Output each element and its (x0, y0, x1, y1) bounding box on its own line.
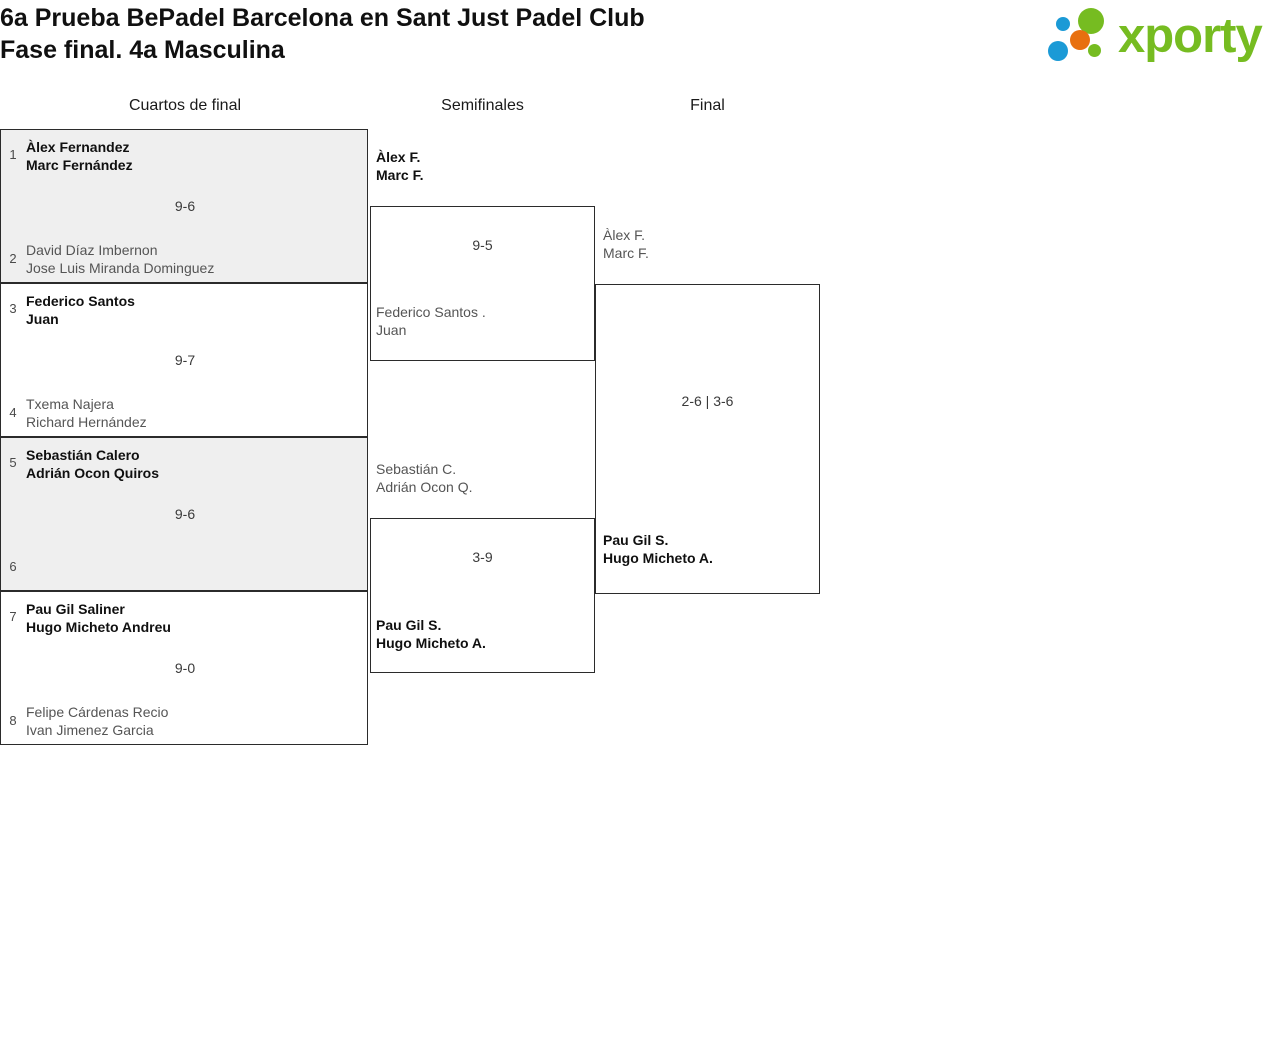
match-score: 9-5 (472, 237, 493, 253)
player-name: Ivan Jimenez Garcia (26, 722, 154, 738)
match-score: 9-7 (174, 352, 196, 368)
match-team-bottom[interactable]: Federico Santos . Juan (376, 303, 591, 339)
player-name: Marc Fernández (26, 157, 133, 173)
match-team-bottom[interactable]: David Díaz Imbernon Jose Luis Miranda Do… (26, 241, 361, 277)
round-header-quarterfinals: Cuartos de final (128, 97, 242, 114)
match-semifinal-2[interactable]: 3-9 (370, 518, 595, 673)
player-name: Sebastián Calero (26, 447, 140, 463)
logo-dot-orange (1070, 30, 1090, 50)
match-team-top[interactable]: Pau Gil Saliner Hugo Micheto Andreu (26, 600, 361, 636)
match-team-top[interactable]: Àlex F. Marc F. (376, 148, 591, 184)
xporty-logo[interactable]: xporty (1048, 8, 1276, 64)
match-team-top[interactable]: Àlex F. Marc F. (603, 226, 818, 262)
match-team-top[interactable]: Àlex Fernandez Marc Fernández (26, 138, 361, 174)
page-header: 6a Prueba BePadel Barcelona en Sant Just… (0, 0, 1280, 88)
round-header-semifinals: Semifinales (441, 97, 524, 114)
player-name: Marc F. (376, 167, 424, 183)
player-name: Juan (376, 322, 407, 338)
match-score: 9-6 (174, 506, 196, 522)
logo-dot-green-large (1078, 8, 1104, 34)
match-team-top[interactable]: Sebastián Calero Adrián Ocon Quiros (26, 446, 361, 482)
match-team-bottom[interactable]: Pau Gil S. Hugo Micheto A. (376, 616, 591, 652)
player-name: Juan (26, 311, 59, 327)
match-quarterfinal-4[interactable]: 7 Pau Gil Saliner Hugo Micheto Andreu 9-… (0, 591, 368, 745)
player-name: Federico Santos . (376, 304, 486, 320)
player-name: Àlex Fernandez (26, 139, 130, 155)
seed-number: 2 (9, 251, 17, 266)
match-team-bottom[interactable]: Txema Najera Richard Hernández (26, 395, 361, 431)
seed-number: 1 (9, 147, 17, 162)
match-quarterfinal-3[interactable]: 5 Sebastián Calero Adrián Ocon Quiros 9-… (0, 437, 368, 591)
player-name: David Díaz Imbernon (26, 242, 158, 258)
player-name: Pau Gil S. (603, 532, 669, 548)
match-team-top[interactable]: Federico Santos Juan (26, 292, 361, 328)
match-score: 9-6 (174, 198, 196, 214)
player-name: Àlex F. (603, 227, 646, 243)
match-final[interactable]: 2-6 | 3-6 (595, 284, 820, 594)
player-name: Hugo Micheto Andreu (26, 619, 171, 635)
match-quarterfinal-1[interactable]: 1 Àlex Fernandez Marc Fernández 9-6 2 Da… (0, 129, 368, 283)
player-name: Richard Hernández (26, 414, 147, 430)
player-name: Adrián Ocon Q. (376, 479, 473, 495)
seed-number: 3 (9, 301, 17, 316)
match-team-bottom[interactable]: Felipe Cárdenas Recio Ivan Jimenez Garci… (26, 703, 361, 739)
player-name: Hugo Micheto A. (603, 550, 713, 566)
tournament-phase: Fase final. 4a Masculina (0, 36, 285, 64)
logo-dot-blue-large (1048, 41, 1068, 61)
logo-dot-green-small (1088, 44, 1101, 57)
seed-number: 6 (9, 559, 17, 574)
player-name: Federico Santos (26, 293, 135, 309)
seed-number: 8 (9, 713, 17, 728)
player-name: Adrián Ocon Quiros (26, 465, 160, 481)
player-name: Marc F. (603, 245, 649, 261)
logo-wordmark: xporty (1118, 9, 1263, 63)
player-name: Pau Gil Saliner (26, 601, 125, 617)
player-name: Àlex F. (376, 149, 421, 165)
player-name: Pau Gil S. (376, 617, 442, 633)
tournament-name: 6a Prueba BePadel Barcelona en Sant Just… (0, 4, 645, 32)
match-team-top[interactable]: Sebastián C. Adrián Ocon Q. (376, 460, 591, 496)
match-team-bottom[interactable]: Pau Gil S. Hugo Micheto A. (603, 531, 818, 567)
match-score: 3-9 (472, 549, 493, 565)
player-name: Sebastián C. (376, 461, 457, 477)
match-semifinal-1[interactable]: 9-5 (370, 206, 595, 361)
round-header-final: Final (690, 97, 725, 114)
logo-dots-icon (1048, 8, 1126, 64)
seed-number: 4 (9, 405, 17, 420)
player-name: Jose Luis Miranda Dominguez (26, 260, 215, 276)
player-name: Felipe Cárdenas Recio (26, 704, 169, 720)
page-title: 6a Prueba BePadel Barcelona en Sant Just… (0, 2, 900, 66)
match-score: 2-6 | 3-6 (681, 393, 734, 409)
player-name: Hugo Micheto A. (376, 635, 486, 651)
match-score: 9-0 (174, 660, 196, 676)
match-quarterfinal-2[interactable]: 3 Federico Santos Juan 9-7 4 Txema Najer… (0, 283, 368, 437)
player-name: Txema Najera (26, 396, 114, 412)
seed-number: 5 (9, 455, 17, 470)
logo-dot-blue-small (1056, 17, 1070, 31)
seed-number: 7 (9, 609, 17, 624)
